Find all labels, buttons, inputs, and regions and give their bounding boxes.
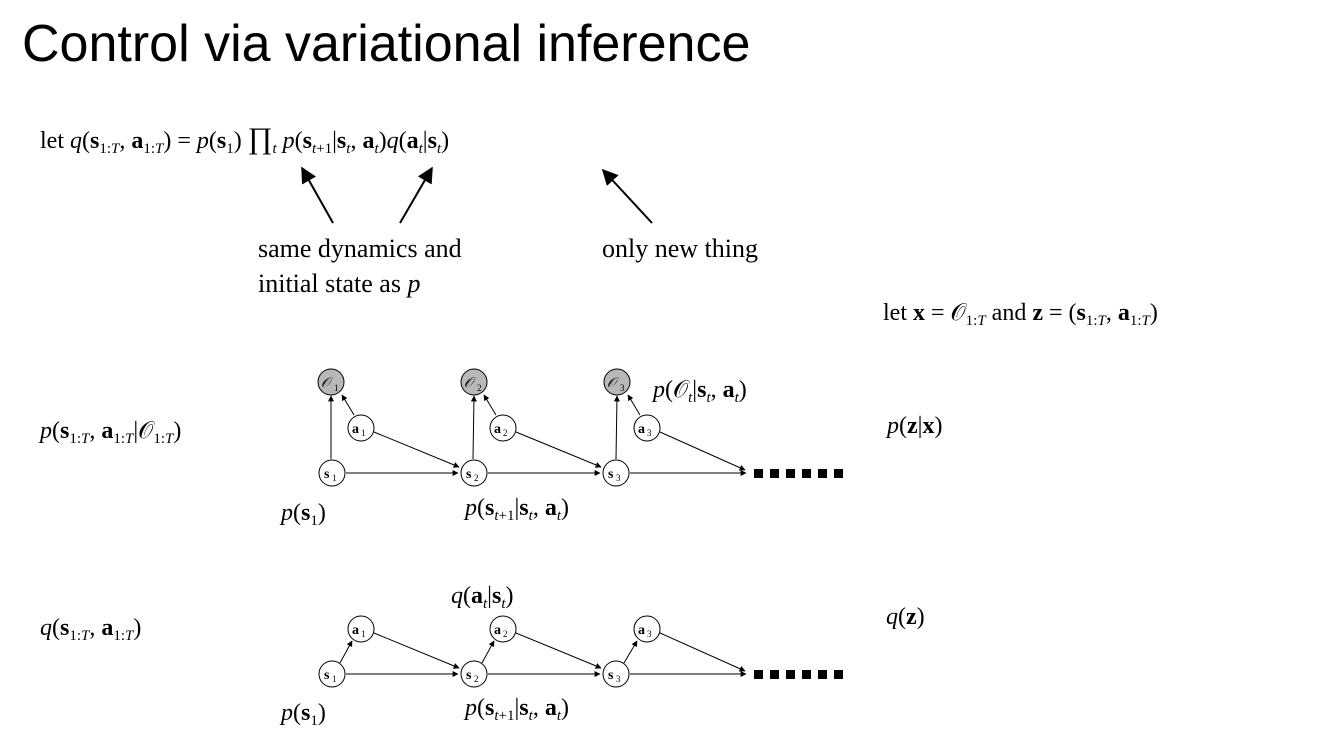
observation-label: p(𝒪t|st, at) [653,377,747,406]
svg-text:2: 2 [477,383,482,393]
svg-text:s: s [466,668,472,683]
graph-p-continuation [754,469,843,478]
edge-a1-O1 [341,394,355,416]
svg-text:3: 3 [620,383,625,393]
graph-q-continuation [754,670,843,679]
substitution: let x = 𝒪1:T and z = (s1:T, a1:T) [883,300,1158,329]
svg-text:3: 3 [616,674,621,684]
edge-q-a1-s2 [373,632,460,669]
policy-label: q(at|st) [451,583,514,612]
edge-a2-s3 [515,431,602,468]
edge-q-a2-s3 [515,632,602,669]
let-keyword: let [40,128,64,154]
edge-q-s2-a2 [481,640,495,664]
svg-text:s: s [608,668,614,683]
svg-text:a: a [638,623,645,638]
svg-text:s: s [608,467,614,482]
svg-text:2: 2 [503,629,508,639]
edge-a2-O2 [483,394,497,416]
svg-text:s: s [324,668,330,683]
svg-text:a: a [494,422,501,437]
transition-label-q: p(st+1|st, at) [465,695,569,724]
graph-p [328,394,747,476]
initial-state-label-p: p(s1) [281,500,326,529]
edge-q-s1-a1 [339,640,353,664]
dynamics-note-line1: same dynamics and [258,234,462,263]
arrow-to-policy [601,168,653,224]
svg-text:2: 2 [474,674,479,684]
arrow-to-dynamics [399,166,433,224]
svg-text:a: a [494,623,501,638]
edge-a1-s2 [373,431,460,468]
svg-text:a: a [352,623,359,638]
dynamics-note-line2: initial state as p [258,269,421,298]
transition-label-p: p(st+1|st, at) [465,495,569,524]
edge-s3-O3 [613,395,620,460]
edge-a3-O3 [627,394,641,416]
svg-text:1: 1 [334,383,339,393]
q-definition: let q(s1:T, a1:T) = p(s1) ∏t p(st+1|st, … [40,122,450,157]
svg-text:3: 3 [647,629,652,639]
svg-text:1: 1 [361,629,366,639]
edge-q-a3-next [659,632,746,672]
edge-s2-O2 [470,395,477,460]
variational-short-label: q(z) [886,604,925,630]
svg-text:a: a [638,422,645,437]
edge-q-s3-a3 [623,640,638,664]
svg-text:1: 1 [332,473,337,483]
svg-text:a: a [352,422,359,437]
svg-text:3: 3 [616,473,621,483]
page-title: Control via variational inference [22,15,751,73]
svg-text:2: 2 [503,428,508,438]
posterior-label: p(s1:T, a1:T|𝒪1:T) [40,418,182,447]
svg-text:1: 1 [332,674,337,684]
arrow-to-initial-state [301,166,334,224]
svg-text:3: 3 [647,428,652,438]
svg-text:2: 2 [474,473,479,483]
graph-q [339,632,747,677]
svg-text:s: s [324,467,330,482]
variational-label: q(s1:T, a1:T) [40,615,142,644]
svg-text:s: s [466,467,472,482]
edge-a3-next [659,431,746,471]
posterior-short-label: p(z|x) [887,413,943,439]
initial-state-label-q: p(s1) [281,700,326,729]
svg-text:1: 1 [361,428,366,438]
new-thing-note: only new thing [602,234,758,263]
